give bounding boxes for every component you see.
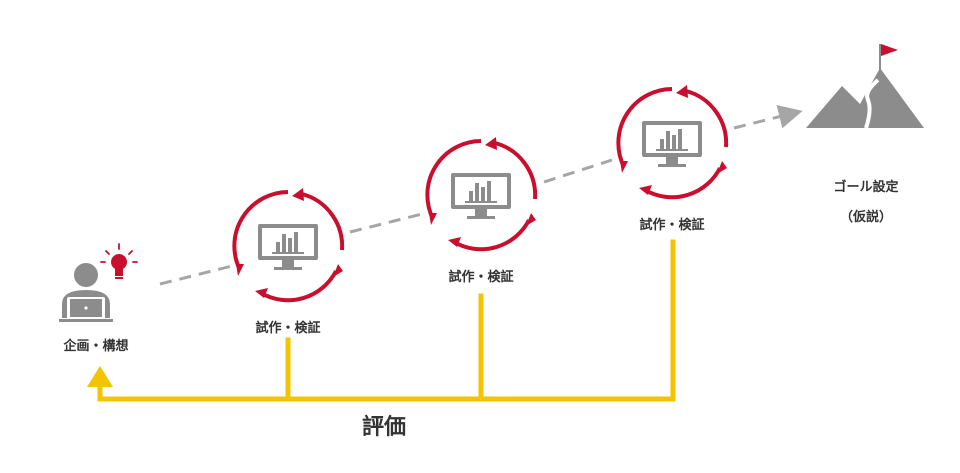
cycle-2-label: 試作・検証 <box>448 270 514 285</box>
cycle-1-label: 試作・検証 <box>255 321 321 336</box>
mountain-flag-icon <box>806 44 924 129</box>
start-label: 企画・構想 <box>63 339 129 354</box>
cycle-arrows-icon <box>616 87 729 200</box>
monitor-chart-icon <box>258 224 318 270</box>
goal-label: ゴール設定 <box>833 180 899 195</box>
feedback-arrowhead-icon <box>87 366 113 387</box>
cycle-arrows-icon <box>232 190 345 303</box>
feedback-label: 評価 <box>361 415 407 440</box>
feedback-loop <box>97 239 676 402</box>
cycle-1 <box>232 188 345 303</box>
monitor-chart-icon <box>642 121 702 167</box>
cycle-arrows-icon <box>425 139 538 252</box>
goal-sublabel: （仮説） <box>839 210 893 225</box>
progress-dashed-line <box>159 105 803 286</box>
cycle-3-label: 試作・検証 <box>639 218 705 233</box>
cycle-2 <box>425 137 538 252</box>
lightbulb-icon <box>100 243 138 279</box>
person-at-laptop-icon <box>59 263 113 322</box>
cycle-3 <box>616 85 729 200</box>
monitor-chart-icon <box>451 173 511 219</box>
